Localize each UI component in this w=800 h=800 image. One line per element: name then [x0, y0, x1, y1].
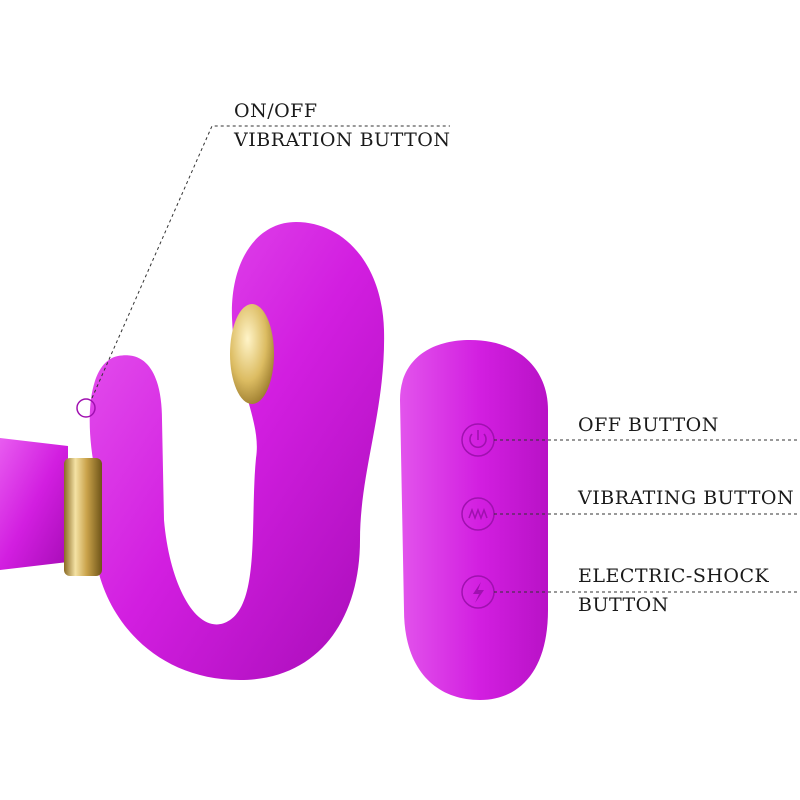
device-body: [89, 222, 385, 680]
device-onoff-button[interactable]: [76, 398, 96, 418]
vibration-wave-icon: [468, 507, 488, 521]
device-handle: [0, 438, 68, 570]
remote-control: [400, 340, 548, 700]
label-shock-line1: ELECTRIC-SHOCK: [578, 565, 770, 587]
leader-lines: [91, 125, 800, 593]
label-vibrating-button: VIBRATING BUTTON: [578, 487, 795, 509]
label-onoff-line2: VIBRATION BUTTON: [234, 129, 451, 151]
gold-pad: [230, 304, 274, 404]
label-shock-line2: BUTTON: [578, 594, 669, 616]
power-icon: [469, 430, 487, 449]
lightning-bolt-icon: [473, 582, 484, 603]
gold-ring: [64, 458, 102, 576]
label-onoff-line1: ON/OFF: [234, 100, 318, 122]
label-off-button: OFF BUTTON: [578, 414, 719, 436]
